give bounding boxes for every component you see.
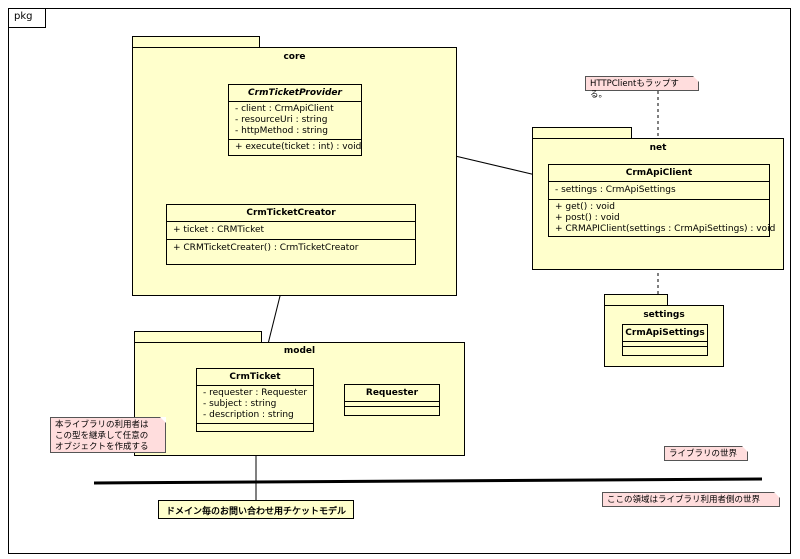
attributes-section: - requester : Requester - subject : stri… [197,386,313,424]
diagram-frame [8,8,791,554]
settings-package-label: settings [643,310,685,320]
operation: + execute(ticket : int) : void [235,142,362,152]
domain-ticket-model-class[interactable]: ドメイン毎のお問い合わせ用チケットモデル [158,500,354,519]
operations-section [623,347,707,351]
note-line: オブジェクトを作成する [55,442,149,452]
operation: + CRMAPIClient(settings : CrmApiSettings… [555,224,776,234]
attribute: - client : CrmApiClient [235,104,334,114]
core-package-label: core [283,52,306,62]
operation: + CRMTicketCreater() : CrmTicketCreator [173,243,359,253]
class-name: ドメイン毎のお問い合わせ用チケットモデル [165,507,346,517]
note-line: この型を継承して任意の [55,431,149,441]
frame-label: pkg [14,11,33,22]
crm-ticket-provider-class[interactable]: CrmTicketProvider - client : CrmApiClien… [228,84,362,156]
operations-section [345,407,439,411]
note-library-user: 本ライブラリの利用者は この型を継承して任意の オブジェクトを作成する [50,417,166,453]
operations-section: + execute(ticket : int) : void [229,140,361,155]
crm-ticket-creator-class[interactable]: CrmTicketCreator + ticket : CRMTicket + … [166,204,416,265]
operation: + post() : void [555,213,620,223]
class-name: CrmTicketProvider [229,85,361,102]
attribute: - subject : string [203,399,277,409]
operation: + get() : void [555,202,616,212]
operations-section [197,424,313,427]
note-line: 本ライブラリの利用者は [55,420,149,430]
note-httpclient: HTTPClientもラップする。 [585,76,699,100]
attribute: - description : string [203,410,294,420]
class-name: CrmApiClient [549,165,769,182]
model-package-label: model [283,346,316,356]
class-name: Requester [345,385,439,402]
attribute: - settings : CrmApiSettings [555,185,676,195]
frame-tab [8,8,46,28]
crm-api-settings-class[interactable]: CrmApiSettings [622,324,708,356]
attributes-section: + ticket : CRMTicket [167,222,415,240]
crm-api-client-class[interactable]: CrmApiClient - settings : CrmApiSettings… [548,164,776,237]
class-name: CrmTicket [197,369,313,386]
note-library-world: ライブラリの世界 [664,446,748,461]
attributes-section [345,402,439,407]
attribute: + ticket : CRMTicket [173,225,265,235]
boundary-line [93,477,763,485]
operations-section: + CRMTicketCreater() : CrmTicketCreator [167,240,415,256]
attributes-section: - client : CrmApiClient - resourceUri : … [229,102,361,140]
attribute: - resourceUri : string [235,115,328,125]
net-package-label: net [649,143,667,153]
operations-section: + get() : void + post() : void + CRMAPIC… [549,200,776,237]
requester-class[interactable]: Requester [344,384,440,416]
note-user-side: ここの領域はライブラリ利用者側の世界 [602,492,780,507]
class-name: CrmApiSettings [623,325,707,342]
attributes-section: - settings : CrmApiSettings [549,182,769,200]
class-name: CrmTicketCreator [167,205,415,222]
attributes-section [623,342,707,347]
crm-ticket-class[interactable]: CrmTicket - requester : Requester - subj… [196,368,314,432]
attribute: - httpMethod : string [235,126,328,136]
attribute: - requester : Requester [203,388,308,398]
